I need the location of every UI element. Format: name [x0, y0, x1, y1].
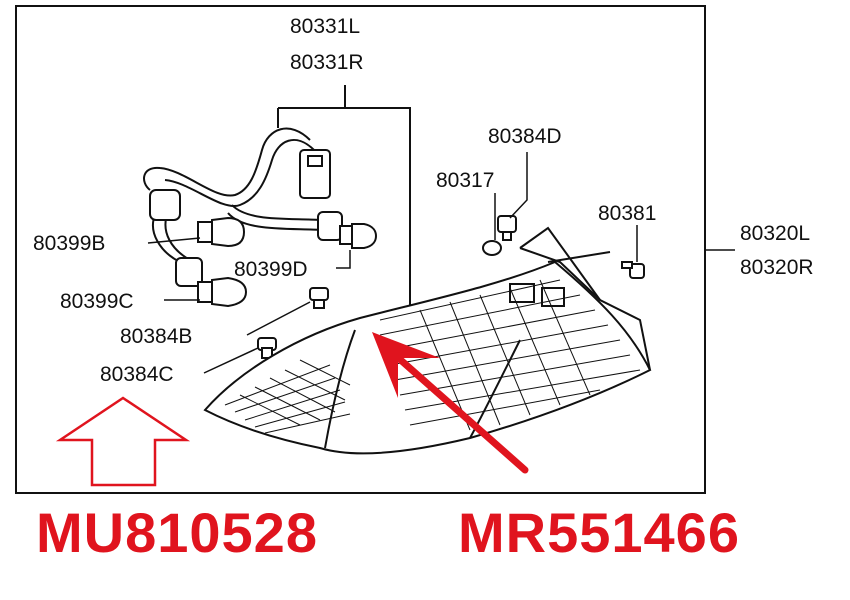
- label-lamp-right: 80320R: [740, 256, 814, 279]
- screw-80384d: [497, 215, 517, 241]
- label-bulb-c: 80399C: [60, 290, 134, 313]
- label-harness-left: 80331L: [290, 15, 360, 38]
- gasket-80317: [482, 240, 502, 256]
- screw-80384b: [309, 287, 329, 309]
- label-screw-c: 80384C: [100, 363, 174, 386]
- bulb-80399d: [339, 223, 378, 249]
- label-bulb-d: 80399D: [234, 258, 308, 281]
- part-number-left: MU810528: [36, 501, 318, 564]
- leader-lines: [147, 152, 735, 374]
- label-bulb-b: 80399B: [33, 232, 105, 255]
- clip-80381: [621, 261, 645, 279]
- label-harness-right: 80331R: [290, 51, 364, 74]
- red-arrow: [372, 332, 529, 474]
- bulb-80399c: [197, 276, 248, 308]
- label-gasket: 80317: [436, 169, 494, 192]
- outline-up-arrow: [55, 396, 191, 487]
- label-screw-d: 80384D: [488, 125, 562, 148]
- part-number-right: MR551466: [458, 501, 740, 564]
- screw-80384c: [257, 337, 277, 359]
- label-screw-b: 80384B: [120, 325, 192, 348]
- label-lamp-left: 80320L: [740, 222, 810, 245]
- label-clip: 80381: [598, 202, 656, 225]
- bulb-80399b: [197, 216, 246, 248]
- wiring-harness: [143, 85, 411, 305]
